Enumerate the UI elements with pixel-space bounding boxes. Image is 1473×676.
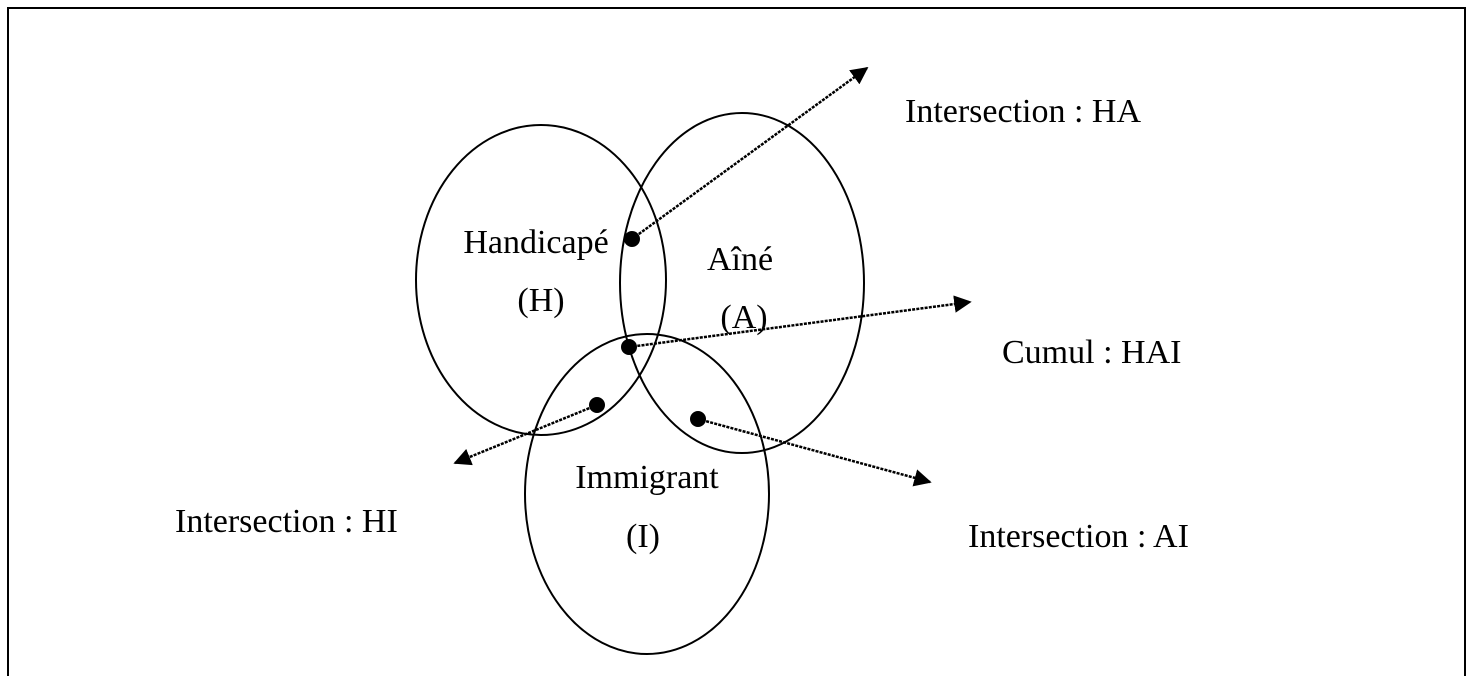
set-i-label: Immigrant	[575, 459, 719, 496]
arrow-intersection-ai	[697, 417, 932, 487]
set-h-label: Handicapé	[463, 224, 608, 261]
dot-intersection-ha	[624, 231, 640, 247]
diagram-frame	[7, 7, 1466, 676]
set-a-circle	[619, 112, 865, 454]
arrow-intersection-ha	[631, 66, 869, 241]
arrow-cumul-hai	[628, 295, 972, 349]
callout-intersection-ai: Intersection : AI	[968, 518, 1189, 555]
set-i-code: (I)	[626, 518, 660, 555]
set-h-circle	[415, 124, 667, 436]
callout-intersection-hi: Intersection : HI	[175, 503, 398, 540]
set-a-code: (A)	[720, 299, 767, 336]
set-i-circle	[524, 333, 770, 655]
set-a-label: Aîné	[707, 241, 773, 278]
set-h-code: (H)	[517, 282, 564, 319]
arrow-intersection-hi	[453, 403, 598, 466]
dot-cumul-hai	[621, 339, 637, 355]
dot-intersection-hi	[589, 397, 605, 413]
dot-intersection-ai	[690, 411, 706, 427]
callout-intersection-ha: Intersection : HA	[905, 93, 1141, 130]
callout-cumul-hai: Cumul : HAI	[1002, 334, 1181, 371]
